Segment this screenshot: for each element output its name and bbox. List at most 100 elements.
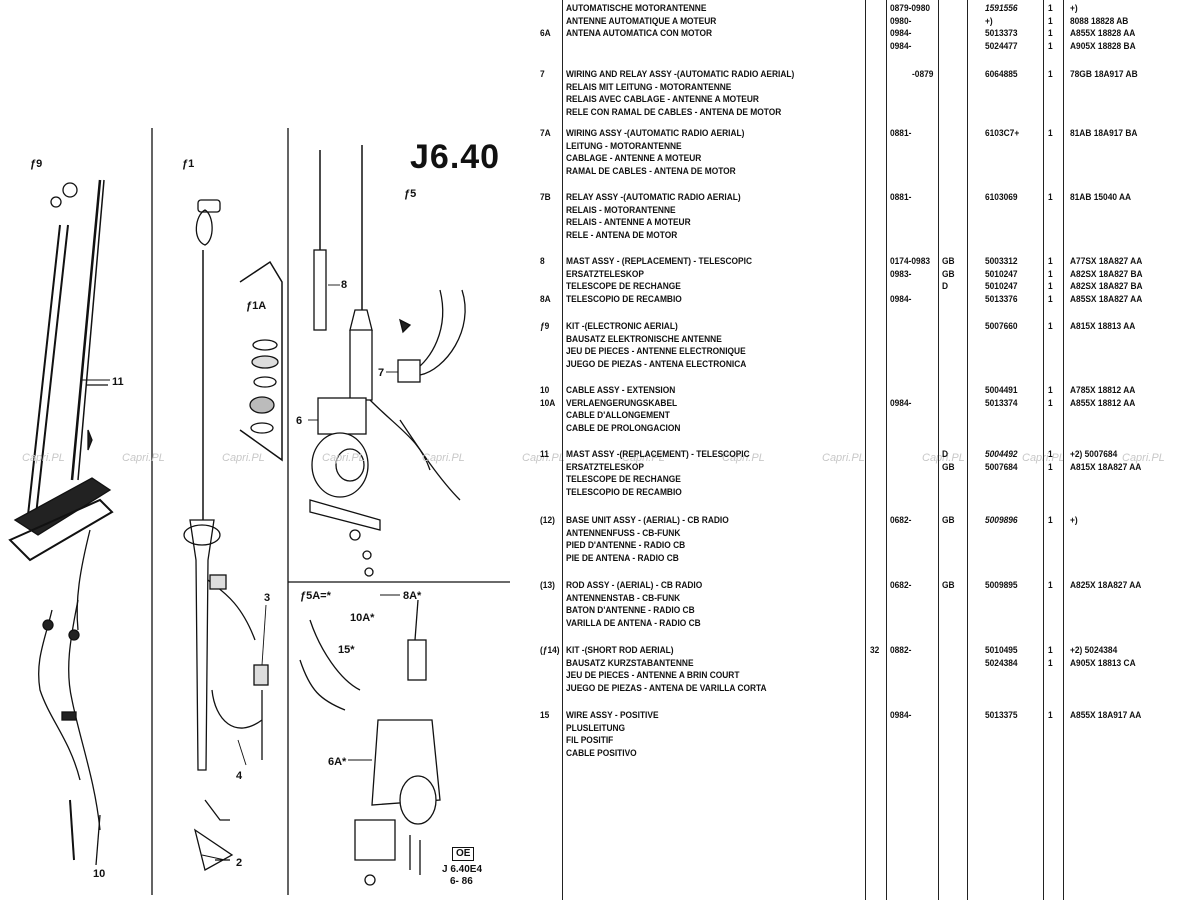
engineering-number: A82SX 18A827 BA xyxy=(1070,281,1143,292)
engineering-number: A815X 18A827 AA xyxy=(1070,461,1142,472)
quantity: 1 xyxy=(1048,645,1053,655)
quantity: 1 xyxy=(1048,515,1053,525)
description-line: ERSATZTELESKOP xyxy=(566,268,644,279)
quantity: 1 xyxy=(1048,461,1053,472)
market-code: GB xyxy=(942,461,955,472)
part-number: 5010247 xyxy=(985,281,1018,292)
engineering-number: A905X 18813 CA xyxy=(1070,657,1136,668)
part-number: 5024384 xyxy=(985,657,1018,668)
quantity: 1 xyxy=(1048,268,1053,279)
ref-number: 6A xyxy=(540,28,551,39)
part-number: 5024477 xyxy=(985,40,1018,51)
quantity: 1 xyxy=(1048,256,1053,266)
ref-number: 8 xyxy=(540,256,545,266)
date-range: 0881- xyxy=(890,128,912,138)
description-line: CABLAGE - ANTENNE A MOTEUR xyxy=(566,153,702,164)
description-line: PIED D'ANTENNE - RADIO CB xyxy=(566,540,686,551)
ref-number: (12) xyxy=(540,515,555,525)
engineering-number: 78GB 18A917 AB xyxy=(1070,69,1138,79)
ref-number: ƒ9 xyxy=(540,321,550,331)
description-line: RELAIS - MOTORANTENNE xyxy=(566,204,676,215)
description-line: RELE - ANTENA DE MOTOR xyxy=(566,229,678,240)
quantity: 1 xyxy=(1048,28,1053,39)
part-number: 5004492 xyxy=(985,449,1018,459)
description-line: LEITUNG - MOTORANTENNE xyxy=(566,140,682,151)
engineering-number: +2) 5024384 xyxy=(1070,645,1118,655)
engineering-number: A855X 18828 AA xyxy=(1070,28,1136,39)
description-line: TELESCOPE DE RECHANGE xyxy=(566,474,681,485)
engineering-number: +2) 5007684 xyxy=(1070,449,1118,459)
quantity: 1 xyxy=(1048,15,1053,26)
engineering-number: A815X 18813 AA xyxy=(1070,321,1136,331)
quantity: 1 xyxy=(1048,40,1053,51)
date-range: 0174-0983 xyxy=(890,256,931,266)
quantity: 1 xyxy=(1048,69,1053,79)
callout-kit-1a: ƒ1A xyxy=(246,300,267,312)
callout-7: 7 xyxy=(378,367,385,379)
column-rule xyxy=(886,0,887,900)
watermark: Capri.PL xyxy=(1122,452,1165,464)
description-line: AUTOMATISCHE MOTORANTENNE xyxy=(566,3,707,13)
description-line: BAUSATZ KURZSTABANTENNE xyxy=(566,657,694,668)
description-line: BASE UNIT ASSY - (AERIAL) - CB RADIO xyxy=(566,515,729,525)
description-line: KIT -(SHORT ROD AERIAL) xyxy=(566,645,674,655)
watermark: Capri.PL xyxy=(322,452,365,464)
engineering-number: A82SX 18A827 BA xyxy=(1070,268,1143,279)
part-number: 5009896 xyxy=(985,515,1018,525)
date-range: -0879 xyxy=(912,69,934,79)
quantity: 1 xyxy=(1048,580,1053,590)
engineering-number: 81AB 18A917 BA xyxy=(1070,128,1138,138)
description-line: CABLE D'ALLONGEMENT xyxy=(566,410,670,421)
ref-number: (13) xyxy=(540,580,555,590)
engineering-number: 81AB 15040 AA xyxy=(1070,192,1132,202)
quantity: 1 xyxy=(1048,657,1053,668)
engineering-number: A785X 18812 AA xyxy=(1070,385,1136,395)
description-line: CABLE ASSY - EXTENSION xyxy=(566,385,676,395)
grommet-stack xyxy=(249,339,279,434)
quantity: 1 xyxy=(1048,710,1053,720)
description-line: WIRING AND RELAY ASSY -(AUTOMATIC RADIO … xyxy=(566,69,795,79)
short-motor-aerial-drawing xyxy=(299,599,441,886)
part-number: 5010495 xyxy=(985,645,1018,655)
quantity: 1 xyxy=(1048,128,1053,138)
description-line: JUEGO DE PIEZAS - ANTENA ELECTRONICA xyxy=(566,358,747,369)
quantity: 1 xyxy=(1048,397,1053,408)
description-line: FIL POSITIF xyxy=(566,735,614,746)
callout-6a: 6A* xyxy=(328,756,347,768)
quantity: 1 xyxy=(1048,192,1053,202)
illustration-ref-code: J 6.40E4 xyxy=(442,864,483,875)
column-rule xyxy=(1043,0,1044,900)
description-line: ERSATZTELESKOP xyxy=(566,461,644,472)
section-code: J6.40 xyxy=(410,138,501,176)
description-line: VARILLA DE ANTENA - RADIO CB xyxy=(566,617,701,628)
engineering-number: A905X 18828 BA xyxy=(1070,40,1136,51)
part-number: 5013374 xyxy=(985,397,1018,408)
part-number: 5013375 xyxy=(985,710,1018,720)
quantity: 1 xyxy=(1048,293,1053,304)
watermark: Capri.PL xyxy=(722,452,765,464)
description-line: MAST ASSY -(REPLACEMENT) - TELESCOPIC xyxy=(566,449,750,459)
part-number: 5010247 xyxy=(985,268,1018,279)
part-number: +) xyxy=(985,15,993,26)
callout-kit-9: ƒ9 xyxy=(30,158,43,170)
description-line: BAUSATZ ELEKTRONISCHE ANTENNE xyxy=(566,333,722,344)
description-line: JEU DE PIECES - ANTENNE A BRIN COURT xyxy=(566,670,740,681)
engineering-number: +) xyxy=(1070,515,1078,525)
description-line: PIE DE ANTENA - RADIO CB xyxy=(566,552,679,563)
callout-15: 15* xyxy=(338,644,355,656)
date-range: 0882- xyxy=(890,645,912,655)
watermark: Capri.PL xyxy=(122,452,165,464)
date-range: 0881- xyxy=(890,192,912,202)
quantity: 1 xyxy=(1048,449,1053,459)
part-number: 5013373 xyxy=(985,28,1018,39)
description-line: WIRING ASSY -(AUTOMATIC RADIO AERIAL) xyxy=(566,128,745,138)
market-code: GB xyxy=(942,268,955,279)
watermark: Capri.PL xyxy=(522,452,565,464)
date-range: 0984- xyxy=(890,397,912,408)
part-number: 5009895 xyxy=(985,580,1018,590)
part-number: 1591556 xyxy=(985,3,1018,13)
part-number: 5004491 xyxy=(985,385,1018,395)
quantity: 1 xyxy=(1048,281,1053,292)
description-line: TELESCOPE DE RECHANGE xyxy=(566,281,681,292)
description-line: VERLAENGERUNGSKABEL xyxy=(566,397,678,408)
